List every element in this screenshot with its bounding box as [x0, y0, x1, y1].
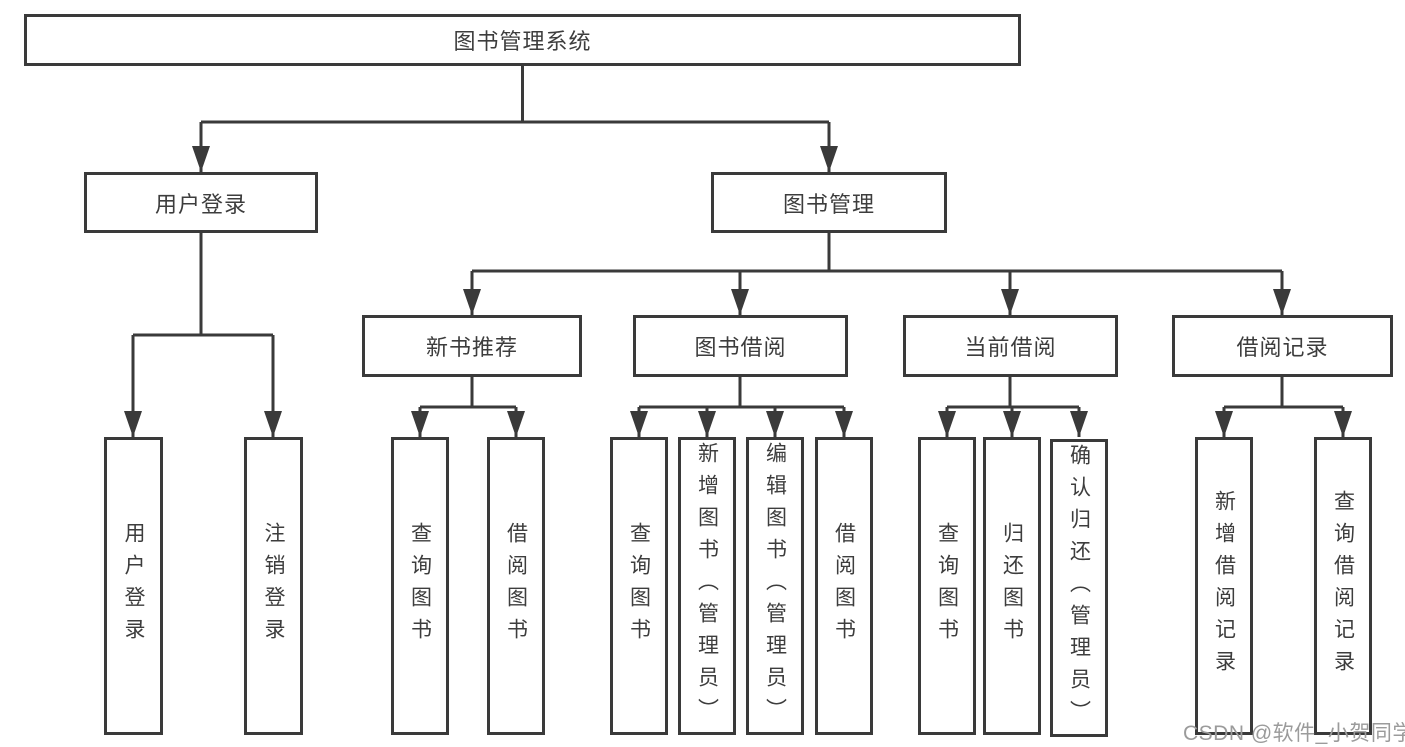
arrow-down-icon	[835, 411, 853, 437]
arrow-down-icon	[507, 411, 525, 437]
arrow-down-icon	[192, 146, 210, 172]
node-current-borrow: 当前借阅	[903, 315, 1118, 377]
leaf-add-borrow-record: 新增借阅记录	[1195, 437, 1253, 735]
arrow-down-icon	[698, 411, 716, 437]
leaf-add-book-admin-label: 新增图书（管理员）	[695, 442, 719, 730]
leaf-edit-book-admin: 编辑图书（管理员）	[746, 437, 804, 735]
leaf-current-query-book: 查询图书	[918, 437, 976, 735]
leaf-logout-login-label: 注销登录	[262, 522, 285, 650]
leaf-edit-book-admin-label: 编辑图书（管理员）	[763, 442, 787, 730]
node-user-login-label: 用户登录	[154, 191, 247, 217]
leaf-return-book-label: 归还图书	[1000, 522, 1024, 650]
leaf-recommend-query-book-label: 查询图书	[408, 522, 432, 650]
arrow-down-icon	[766, 411, 784, 437]
node-current-borrow-label: 当前借阅	[964, 335, 1057, 360]
leaf-add-book-admin: 新增图书（管理员）	[678, 437, 736, 735]
leaf-current-query-book-label: 查询图书	[935, 522, 959, 650]
node-new-book-recommend-label: 新书推荐	[425, 335, 518, 360]
arrow-heads	[124, 146, 1352, 437]
leaf-user-login-label: 用户登录	[122, 522, 145, 650]
node-root: 图书管理系统	[24, 14, 1021, 66]
node-book-management: 图书管理	[711, 172, 947, 233]
node-user-login: 用户登录	[84, 172, 318, 233]
node-book-management-label: 图书管理	[782, 191, 875, 217]
leaf-query-borrow-record-label: 查询借阅记录	[1331, 490, 1355, 682]
leaf-confirm-return-admin-label: 确认归还（管理员）	[1067, 444, 1091, 732]
arrow-down-icon	[463, 289, 481, 315]
arrow-down-icon	[630, 411, 648, 437]
arrow-down-icon	[411, 411, 429, 437]
csdn-watermark: CSDN @软件_小贺同学	[1183, 722, 1405, 745]
arrow-down-icon	[1001, 289, 1019, 315]
leaf-borrow-query-book-label: 查询图书	[627, 522, 651, 650]
tree-edges	[131, 66, 1345, 437]
leaf-borrow-query-book: 查询图书	[610, 437, 668, 735]
leaf-logout-login: 注销登录	[244, 437, 303, 735]
node-borrow-record-label: 借阅记录	[1236, 335, 1329, 360]
leaf-return-book: 归还图书	[983, 437, 1041, 735]
arrow-down-icon	[264, 411, 282, 437]
leaf-query-borrow-record: 查询借阅记录	[1314, 437, 1372, 735]
node-book-borrow-label: 图书借阅	[694, 335, 787, 360]
arrow-down-icon	[1070, 411, 1088, 437]
arrow-down-icon	[1215, 411, 1233, 437]
arrow-down-icon	[731, 289, 749, 315]
leaf-user-login: 用户登录	[104, 437, 163, 735]
node-new-book-recommend: 新书推荐	[362, 315, 582, 377]
leaf-borrow-book: 借阅图书	[815, 437, 873, 735]
leaf-borrow-book-label: 借阅图书	[832, 522, 856, 650]
leaf-recommend-borrow-book-label: 借阅图书	[504, 522, 528, 650]
leaf-confirm-return-admin: 确认归还（管理员）	[1050, 439, 1108, 737]
leaf-recommend-query-book: 查询图书	[391, 437, 449, 735]
arrow-down-icon	[1273, 289, 1291, 315]
node-book-borrow: 图书借阅	[633, 315, 848, 377]
node-root-label: 图书管理系统	[453, 29, 592, 54]
arrow-down-icon	[938, 411, 956, 437]
leaf-recommend-borrow-book: 借阅图书	[487, 437, 545, 735]
leaf-add-borrow-record-label: 新增借阅记录	[1212, 490, 1236, 682]
arrow-down-icon	[1334, 411, 1352, 437]
arrow-down-icon	[124, 411, 142, 437]
arrow-down-icon	[820, 146, 838, 172]
node-borrow-record: 借阅记录	[1172, 315, 1393, 377]
arrow-down-icon	[1003, 411, 1021, 437]
